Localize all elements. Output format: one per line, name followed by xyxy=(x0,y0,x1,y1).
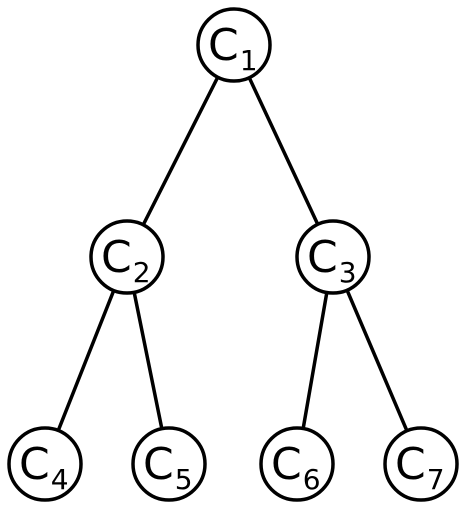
node-circle xyxy=(259,426,335,502)
node-label-subscript: 4 xyxy=(51,463,69,496)
node-label-base: C xyxy=(395,439,426,490)
edge-c1-c3 xyxy=(247,75,320,227)
node-label: C5 xyxy=(143,439,193,496)
node-c6: C6 xyxy=(259,426,335,502)
node-label: C6 xyxy=(271,439,321,496)
edge-c2-c4 xyxy=(56,288,116,433)
edge-c3-c6 xyxy=(301,290,329,431)
node-label-base: C xyxy=(19,439,50,490)
node-circle xyxy=(131,426,207,502)
node-label: C2 xyxy=(101,232,151,289)
node-label: C3 xyxy=(307,232,357,289)
node-circle xyxy=(7,426,83,502)
node-label-base: C xyxy=(208,20,239,71)
node-label-subscript: 1 xyxy=(240,44,258,77)
node-label: C4 xyxy=(19,439,69,496)
node-circle xyxy=(89,219,165,295)
node-label-base: C xyxy=(271,439,302,490)
node-c2: C2 xyxy=(89,219,165,295)
node-circle xyxy=(295,219,371,295)
node-c5: C5 xyxy=(131,426,207,502)
node-label-subscript: 5 xyxy=(175,463,193,496)
node-c3: C3 xyxy=(295,219,371,295)
node-label-subscript: 7 xyxy=(427,463,445,496)
node-label-subscript: 2 xyxy=(133,256,151,289)
node-label-base: C xyxy=(143,439,174,490)
node-label: C1 xyxy=(208,20,258,77)
node-label-subscript: 3 xyxy=(339,256,357,289)
node-label-base: C xyxy=(307,232,338,283)
edge-c2-c5 xyxy=(132,290,164,431)
node-label-subscript: 6 xyxy=(303,463,321,496)
node-c7: C7 xyxy=(383,426,459,502)
node-label-base: C xyxy=(101,232,132,283)
edge-c3-c7 xyxy=(345,288,409,433)
edge-c1-c2 xyxy=(141,75,220,227)
node-c4: C4 xyxy=(7,426,83,502)
edges xyxy=(56,75,409,433)
node-c1: C1 xyxy=(196,7,272,83)
node-label: C7 xyxy=(395,439,445,496)
node-circle xyxy=(383,426,459,502)
node-circle xyxy=(196,7,272,83)
